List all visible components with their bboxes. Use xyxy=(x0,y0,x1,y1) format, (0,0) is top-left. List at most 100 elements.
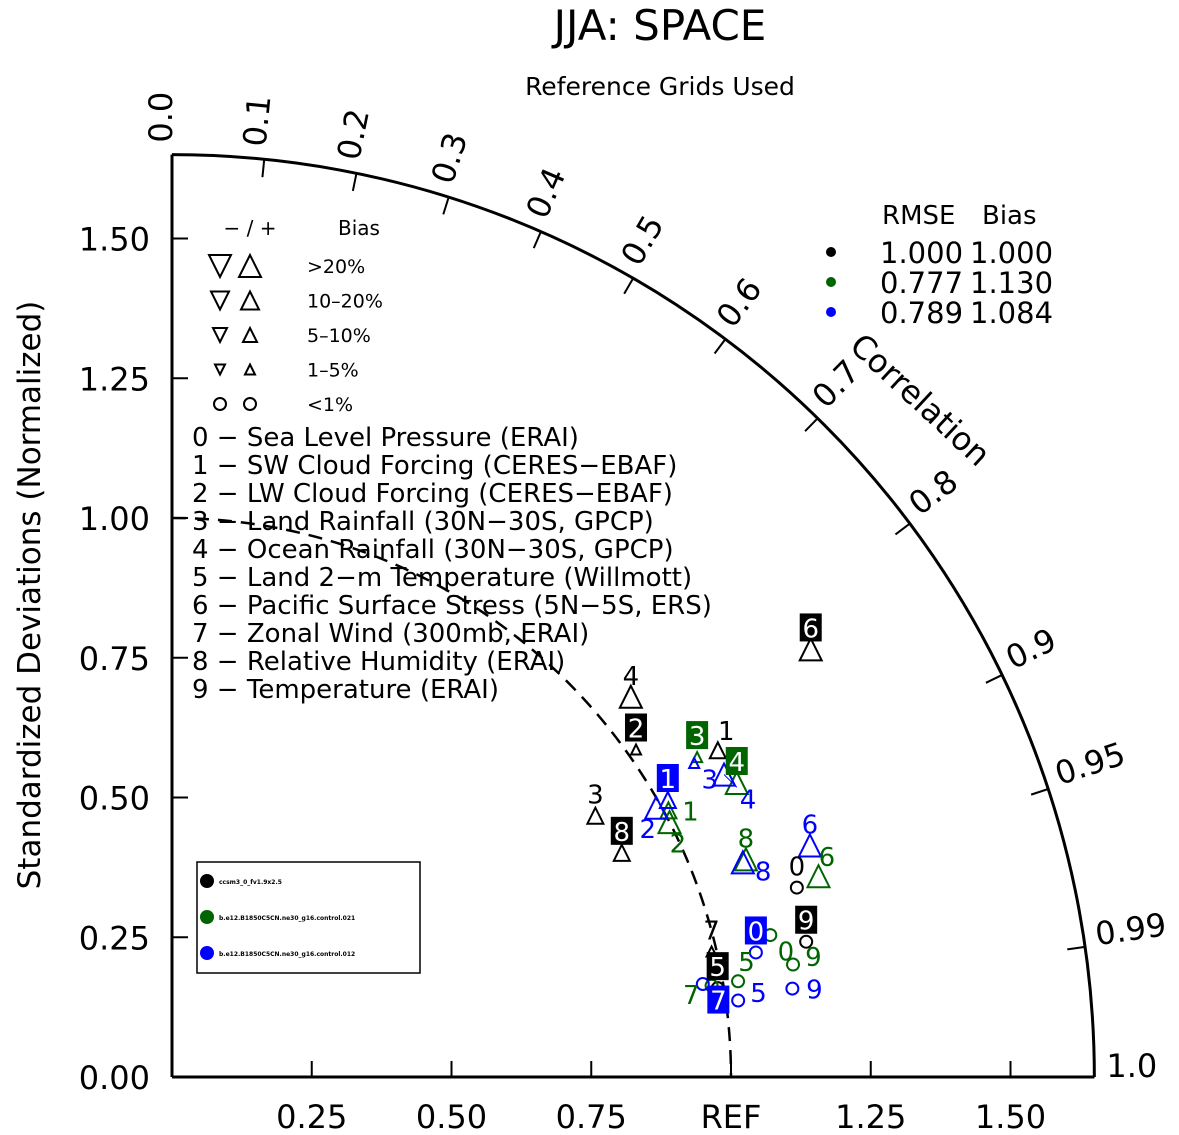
case-marker xyxy=(200,874,214,888)
x-tick-label: 0.25 xyxy=(276,1098,347,1135)
data-point-label: 1 xyxy=(660,765,677,795)
variable-list: 0 − Sea Level Pressure (ERAI)1 − SW Clou… xyxy=(192,423,712,705)
correlation-tick xyxy=(442,196,450,215)
y-tick-label: 0.25 xyxy=(79,919,150,957)
case-name: b.e12.B1850C5CN.ne30_g16.control.012 xyxy=(219,951,355,958)
stats-bias-value: 1.000 xyxy=(970,236,1053,270)
correlation-tick-label: 0.1 xyxy=(236,94,279,148)
data-point-triangle xyxy=(687,755,701,770)
bias-legend-label: 5–10% xyxy=(307,325,371,347)
variable-list-item: 5 − Land 2−m Temperature (Willmott) xyxy=(192,563,692,593)
data-label-box xyxy=(686,721,709,750)
data-point-label: 5 xyxy=(738,948,755,978)
data-point-circle xyxy=(731,974,746,989)
data-point-label: 6 xyxy=(819,843,836,873)
data-point-label: 4 xyxy=(623,662,640,692)
correlation-tick-label: 0.95 xyxy=(1050,735,1130,793)
correlation-tick xyxy=(804,417,819,432)
data-label-box xyxy=(799,613,822,642)
data-point-label-group: 8 xyxy=(755,858,772,888)
data-point-label-group: 8 xyxy=(610,816,633,848)
x-tick-label: 0.75 xyxy=(556,1098,627,1135)
stats-rmse-header: RMSE xyxy=(882,201,955,231)
data-point-label: 3 xyxy=(587,781,604,811)
data-point-label-group: 4 xyxy=(623,662,640,692)
correlation-axis-label: Correlation xyxy=(843,326,998,474)
correlation-tick-label: 0.0 xyxy=(142,92,180,143)
data-point-label-group: 9 xyxy=(806,976,823,1006)
data-point-label: 2 xyxy=(639,815,656,845)
data-point-label-group: 1 xyxy=(682,797,699,827)
data-point-label: 9 xyxy=(805,943,822,973)
case-name: ccsm3_0_fv1.9x2.5 xyxy=(219,879,282,886)
data-point-label-group: 6 xyxy=(802,810,819,840)
data-point-label-group: 3 xyxy=(686,721,709,752)
data-point-triangle xyxy=(798,636,824,662)
variable-list-item: 9 − Temperature (ERAI) xyxy=(192,675,499,705)
data-point-label: 1 xyxy=(718,717,735,747)
y-tick-label: 0.00 xyxy=(79,1059,150,1097)
circle-icon xyxy=(243,397,257,411)
data-point-label: 9 xyxy=(798,907,815,937)
correlation-tick xyxy=(261,159,266,178)
y-tick-label: 1.50 xyxy=(79,221,150,259)
variable-list-item: 0 − Sea Level Pressure (ERAI) xyxy=(192,423,579,453)
data-point-label-group: 9 xyxy=(795,905,818,937)
data-point-label: 4 xyxy=(728,748,745,778)
x-tick-label: 0.50 xyxy=(416,1098,487,1135)
data-point-label: 6 xyxy=(802,614,819,644)
data-point-circle xyxy=(748,945,763,960)
y-tick-label: 1.00 xyxy=(79,500,150,538)
data-point-label-group: 5 xyxy=(750,979,767,1009)
stats-bias-value: 1.130 xyxy=(970,266,1053,300)
correlation-tick-label: 0.2 xyxy=(329,106,376,163)
data-point-circle xyxy=(695,977,710,992)
bias-legend-label: 1–5% xyxy=(307,360,359,382)
data-point-label-group: 3 xyxy=(587,781,604,811)
correlation-tick xyxy=(985,674,1003,684)
data-point-label-group: 2 xyxy=(670,829,687,859)
variable-list-item: 4 − Ocean Rainfall (30N−30S, GPCP) xyxy=(192,535,674,565)
data-label-box xyxy=(707,985,730,1014)
case-marker xyxy=(200,946,214,960)
data-point-label-group: 8 xyxy=(738,824,755,854)
circle-icon xyxy=(213,397,227,411)
data-point-label-group: 3 xyxy=(701,766,718,796)
data-point-triangle xyxy=(612,842,632,862)
bias-legend-label: 10–20% xyxy=(307,291,383,313)
data-point-label: 7 xyxy=(710,987,727,1017)
data-point-circle xyxy=(785,981,800,996)
variable-list-item: 2 − LW Cloud Forcing (CERES−EBAF) xyxy=(192,479,673,509)
data-label-box xyxy=(795,905,818,934)
correlation-tick-label: 0.99 xyxy=(1093,905,1169,953)
data-point-label-group: 7 xyxy=(707,985,730,1017)
data-point-label-group: 2 xyxy=(639,815,656,845)
y-tick-label: 0.75 xyxy=(79,640,150,678)
y-tick-label: 0.50 xyxy=(79,780,150,818)
stats-bias-value: 1.084 xyxy=(970,296,1053,330)
data-point-label-group: 2 xyxy=(625,713,648,745)
bias-legend-bias-header: Bias xyxy=(338,216,380,240)
data-point-label: 0 xyxy=(789,853,806,883)
data-point-label: 6 xyxy=(802,810,819,840)
data-point-label-group: 0 xyxy=(789,853,806,883)
data-point-circle xyxy=(789,880,804,895)
variable-list-item: 8 − Relative Humidity (ERAI) xyxy=(192,647,565,677)
data-point-label-group: 6 xyxy=(799,613,822,644)
data-point-label: 5 xyxy=(750,979,767,1009)
data-points xyxy=(585,636,832,1008)
bias-legend-sign-header: − / + xyxy=(224,216,277,240)
data-point-triangle xyxy=(658,789,678,810)
triangle-down-icon xyxy=(213,363,227,377)
case-name: b.e12.B1850C5CN.ne30_g16.control.021 xyxy=(219,915,355,922)
triangle-down-icon xyxy=(209,290,231,312)
data-label-box xyxy=(625,713,648,742)
triangle-down-icon xyxy=(207,254,233,280)
correlation-tick xyxy=(623,277,635,295)
data-point-label-group: 4 xyxy=(725,746,748,778)
correlation-tick xyxy=(1030,788,1049,796)
case-color-dot xyxy=(826,307,836,317)
